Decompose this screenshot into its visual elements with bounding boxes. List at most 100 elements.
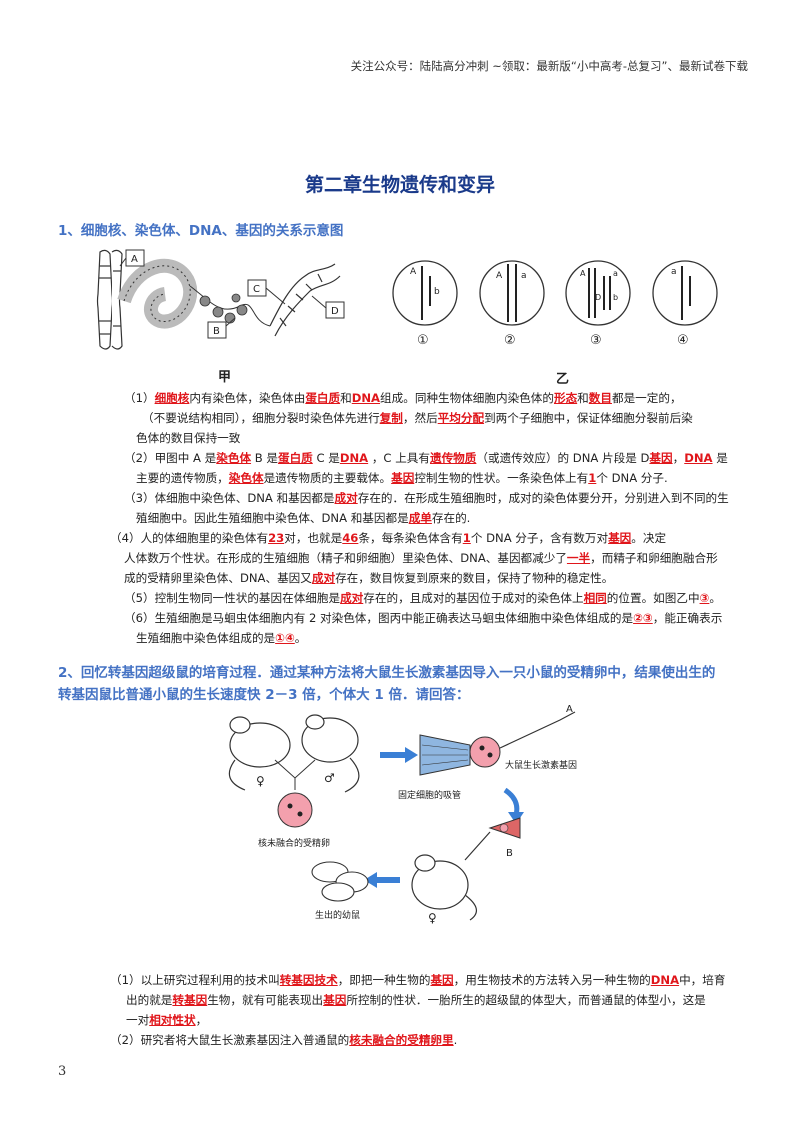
fig-jia-label-a: A: [131, 254, 138, 265]
chromosome-lines: [421, 264, 691, 322]
header-note: 关注公众号：陆陆高分冲刺 ~领取：最新版“小中高考-总复习”、最新试卷下载: [350, 59, 748, 73]
text-run: （不要说结构相同），细胞分裂时染色体先进行: [142, 411, 380, 425]
text-line: 出的就是转基因生物，就有可能表现出基因所控制的性状．一胎所生的超级鼠的体型大，而…: [110, 990, 760, 1010]
answer-blank: ②③: [633, 611, 653, 625]
answer-blank: 蛋白质: [305, 391, 341, 405]
answer-blank: 遗传物质: [429, 451, 477, 465]
text-run: 生物，就有可能表现出: [207, 993, 324, 1007]
answer-blank: DNA: [351, 391, 381, 405]
answer-blank: 23: [268, 531, 285, 545]
text-run: ，然后: [402, 411, 438, 425]
text-run: 殖细胞中。因此生殖细胞中染色体、DNA 和基因都是: [136, 511, 409, 525]
text-run: ，而精子和卵细胞融合形: [590, 551, 718, 565]
fig-jia-label-b: B: [213, 326, 220, 337]
text-run: 是: [712, 451, 728, 465]
page-title: 第二章生物遗传和变异: [304, 174, 495, 196]
text-line: 殖细胞中。因此生殖细胞中染色体、DNA 和基因都是成单存在的.: [110, 508, 760, 528]
text-run: 存在，数目恢复到原来的数目，保持了物种的稳定性。: [335, 571, 614, 585]
fig-yi-c3-c: D: [595, 293, 601, 302]
answer-blank: DNA: [684, 451, 713, 465]
text-run: 对，也就是: [284, 531, 343, 545]
section-2-heading-line1: 2、回忆转基因超级鼠的培育过程．通过某种方法将大鼠生长激素基因导入一只小鼠的受精…: [58, 665, 716, 681]
answer-blank: 成对: [334, 491, 358, 505]
text-run: （1）以上研究过程利用的技术叫: [110, 973, 280, 987]
text-run: 条，每条染色体含有: [358, 531, 463, 545]
section-2-heading: 2、回忆转基因超级鼠的培育过程．通过某种方法将大鼠生长激素基因导入一只小鼠的受精…: [58, 662, 748, 706]
text-run: （2）研究者将大鼠生长激素基因注入普通鼠的: [110, 1033, 350, 1047]
cell-circle-3: [565, 260, 631, 326]
injected-egg: [469, 736, 501, 768]
text-run: 到两个子细胞中，保证体细胞分裂前后染: [484, 411, 693, 425]
text-run: （6）生殖细胞是马蛔虫体细胞内有 2 对染色体，图丙中能正确表达马蛔虫体细胞中染…: [124, 611, 634, 625]
text-run: ，能正确表示: [652, 611, 723, 625]
answer-blank: 基因: [391, 471, 415, 485]
implant-tube: [464, 817, 521, 861]
text-run: 。决定: [631, 531, 667, 545]
section-1-heading: 1、细胞核、染色体、DNA、基因的关系示意图: [58, 223, 344, 239]
dna-helix: [269, 263, 341, 337]
text-run: （5）控制生物同一性状的基因在体细胞是: [124, 591, 341, 605]
text-run: 。: [709, 591, 721, 605]
answer-blank: 成对: [340, 591, 364, 605]
answer-blank: 一半: [566, 551, 591, 565]
fig-jia-label-c: C: [253, 284, 260, 295]
figure-yi: A b A a A a D b a ① ② ③ ④: [392, 260, 718, 348]
pipette: [419, 734, 471, 776]
text-line: （1）细胞核内有染色体，染色体由蛋白质和DNA组成。同种生物体细胞内染色体的形态…: [110, 388, 760, 408]
text-line: 一对相对性状，: [110, 1010, 760, 1030]
male-symbol: ♂: [324, 771, 335, 785]
fig-jia-caption: 甲: [218, 370, 232, 385]
fig-yi-c3-b: a: [613, 269, 618, 278]
text-run: 。: [294, 631, 307, 645]
text-run: 组成。同种生物体细胞内染色体的: [380, 391, 554, 405]
text-run: 主要的遗传物质，: [136, 471, 229, 485]
text-line: （3）体细胞中染色体、DNA 和基因都是成对存在的．在形成生殖细胞时，成对的染色…: [110, 488, 760, 508]
answer-blank: DNA: [650, 973, 680, 987]
text-run: 存在的，且成对的基因位于成对的染色体上: [363, 591, 584, 605]
answer-blank: 相同: [583, 591, 607, 605]
label-boxes: [119, 249, 345, 339]
fig-jia-label-d: D: [331, 306, 339, 317]
text-line: 色体的数目保持一致: [110, 428, 760, 448]
answer-blank: 基因: [649, 451, 673, 465]
label-b: B: [506, 848, 513, 859]
text-run: ，: [195, 1013, 208, 1027]
section-2-heading-line2: 转基因鼠比普通小鼠的生长速度快 2－3 倍，个体大 1 倍．请回答：: [58, 687, 470, 703]
text-run: 色体的数目保持一致: [136, 431, 241, 445]
answer-blank: 基因: [430, 973, 454, 987]
page-number: 3: [58, 1064, 67, 1079]
text-line: 主要的遗传物质，染色体是遗传物质的主要载体。基因控制生物的性状。一条染色体上有1…: [110, 468, 760, 488]
text-run: 成的受精卵里染色体、DNA、基因又: [124, 571, 312, 585]
text-run: 和: [340, 391, 352, 405]
answer-blank: 细胞核: [154, 391, 190, 405]
arrow-2-head: [508, 812, 524, 824]
text-run: ，: [672, 451, 685, 465]
text-line: （2）甲图中 A 是染色体 B 是蛋白质 C 是DNA ，C 上具有遗传物质（或…: [110, 448, 760, 468]
female-symbol: ♀: [256, 774, 265, 788]
text-run: 存在的.: [431, 511, 471, 525]
chromosome-shape: [96, 249, 123, 350]
answer-blank: 核未融合的受精卵里: [349, 1033, 454, 1047]
parent-mice: [228, 714, 360, 793]
fig-yi-num-2: ②: [504, 333, 516, 348]
answer-blank: 成对: [311, 571, 336, 585]
text-run: .: [453, 1033, 458, 1047]
answer-blank: ③: [699, 591, 710, 605]
surrogate-symbol: ♀: [428, 911, 437, 925]
surrogate-mouse: [411, 854, 477, 921]
label-a: A: [566, 704, 573, 715]
answer-blank: 成单: [408, 511, 432, 525]
cell-circle-2: [479, 260, 545, 326]
answer-blank: 蛋白质: [277, 451, 313, 465]
fig-yi-c4-a: a: [671, 267, 677, 277]
answer-blank: 复制: [379, 411, 403, 425]
text-run: 和: [577, 391, 589, 405]
text-line: 成的受精卵里染色体、DNA、基因又成对存在，数目恢复到原来的数目，保持了物种的稳…: [110, 568, 760, 588]
pups-label: 生出的幼鼠: [315, 909, 360, 921]
text-line: 人体数万个性状。在形成的生殖细胞（精子和卵细胞）里染色体、DNA、基因都减少了一…: [110, 548, 760, 568]
zygote-label: 核未融合的受精卵: [258, 837, 330, 849]
fig-yi-num-1: ①: [417, 333, 429, 348]
text-line: （2）研究者将大鼠生长激素基因注入普通鼠的核未融合的受精卵里.: [110, 1030, 760, 1050]
fig-yi-c1-a: A: [410, 267, 417, 277]
answer-blank: 染色体: [228, 471, 264, 485]
